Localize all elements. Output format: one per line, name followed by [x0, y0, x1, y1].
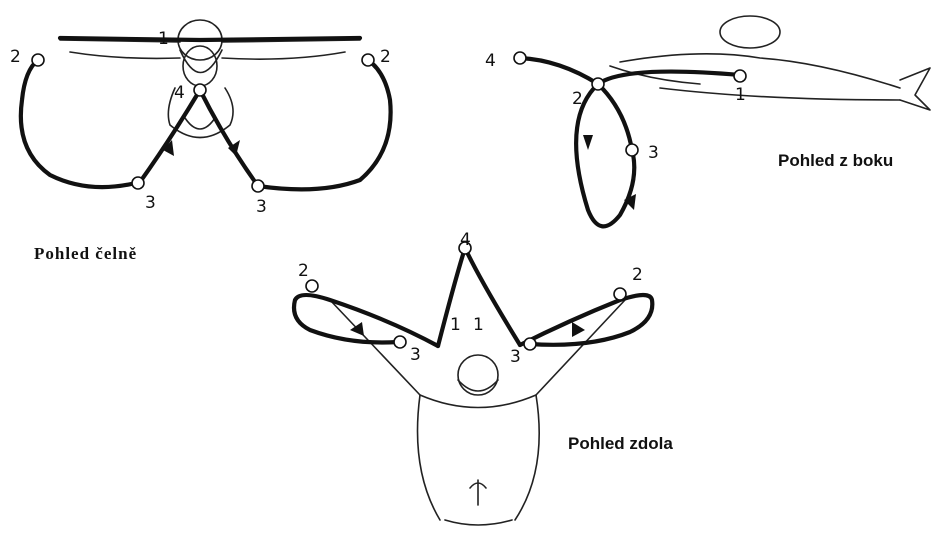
side-view-diagram: 4 2 1 3: [485, 16, 930, 226]
bottom-point-label: 2: [632, 265, 643, 285]
bottom-view-caption: Pohled zdola: [568, 434, 673, 454]
side-point-label: 1: [735, 85, 746, 105]
front-view-diagram: 1 2 2 4 3 3: [10, 20, 391, 217]
bottom-point-label: 3: [410, 345, 421, 365]
front-point-label: 4: [174, 83, 185, 103]
front-point-label: 2: [380, 47, 391, 67]
swimmer-side-figure: [610, 16, 930, 110]
side-view-caption: Pohled z boku: [778, 151, 893, 171]
bottom-point-label: 3: [510, 347, 521, 367]
bottom-point-label: 4: [460, 230, 471, 250]
side-point-label: 4: [485, 51, 496, 71]
side-point-label: 3: [648, 143, 659, 163]
bottom-point-label: 1: [473, 315, 484, 335]
bottom-point-label: 2: [298, 261, 309, 281]
front-view-caption: Pohled čelně: [34, 244, 137, 264]
front-point-label: 1: [158, 29, 169, 49]
side-point-label: 2: [572, 89, 583, 109]
front-point-label: 3: [256, 197, 267, 217]
front-point-label: 2: [10, 47, 21, 67]
bottom-view-diagram: 4 2 2 1 1 3 3: [294, 230, 652, 525]
bottom-point-label: 1: [450, 315, 461, 335]
front-point-label: 3: [145, 193, 156, 213]
